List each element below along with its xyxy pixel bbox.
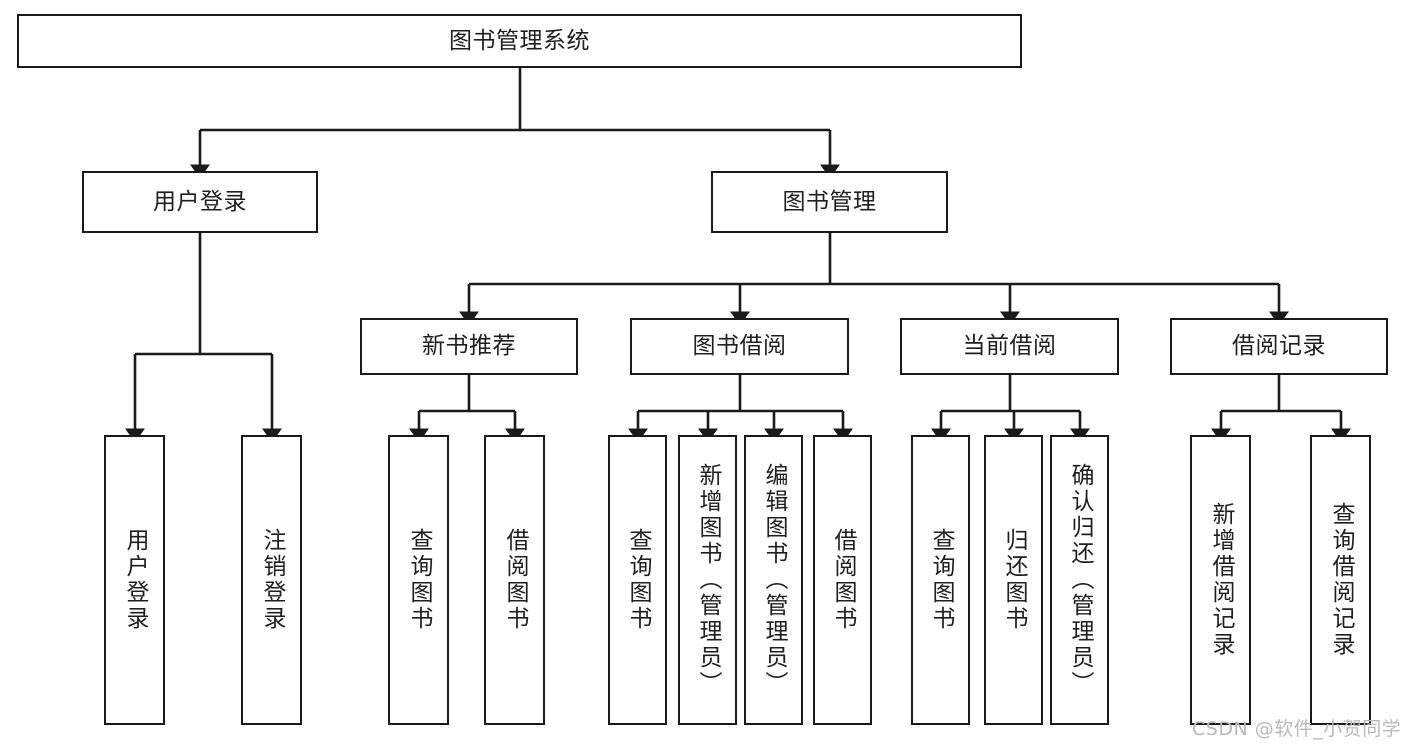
node-leaf-return-book[interactable]: 归还图书 xyxy=(984,435,1043,725)
node-label-leaf-logout: 注销登录 xyxy=(259,528,285,632)
node-label-leaf-user-login: 用户登录 xyxy=(122,528,148,632)
node-leaf-user-login[interactable]: 用户登录 xyxy=(104,435,165,725)
node-label-leaf-borrow-book-2: 借阅图书 xyxy=(830,528,856,632)
node-leaf-add-record[interactable]: 新增借阅记录 xyxy=(1190,435,1251,725)
node-label-leaf-query-book-1: 查询图书 xyxy=(406,528,432,632)
node-leaf-edit-book[interactable]: 编辑图书（管理员） xyxy=(744,435,803,725)
node-leaf-query-book-1[interactable]: 查询图书 xyxy=(388,435,449,725)
node-leaf-query-record[interactable]: 查询借阅记录 xyxy=(1310,435,1371,725)
node-label-borrow-record: 借阅记录 xyxy=(1232,333,1326,360)
csdn-watermark: CSDN @软件_小贺同学 xyxy=(1192,718,1402,740)
node-book-borrow[interactable]: 图书借阅 xyxy=(630,318,849,375)
node-label-leaf-borrow-book-1: 借阅图书 xyxy=(502,528,528,632)
node-root[interactable]: 图书管理系统 xyxy=(17,14,1022,68)
node-label-book-manage: 图书管理 xyxy=(782,188,877,215)
node-label-leaf-query-book-3: 查询图书 xyxy=(928,528,954,632)
node-label-leaf-return-book: 归还图书 xyxy=(1001,528,1027,632)
node-label-new-book-recommend: 新书推荐 xyxy=(422,333,516,360)
node-leaf-query-book-3[interactable]: 查询图书 xyxy=(911,435,970,725)
node-new-book-recommend[interactable]: 新书推荐 xyxy=(360,318,578,375)
node-leaf-query-book-2[interactable]: 查询图书 xyxy=(608,435,667,725)
node-book-manage[interactable]: 图书管理 xyxy=(711,171,948,233)
node-user-login[interactable]: 用户登录 xyxy=(82,171,318,233)
node-label-leaf-query-book-2: 查询图书 xyxy=(625,528,651,632)
node-leaf-confirm-return[interactable]: 确认归还（管理员） xyxy=(1050,435,1109,725)
node-label-current-borrow: 当前借阅 xyxy=(962,333,1057,360)
node-label-leaf-add-book: 新增图书（管理员） xyxy=(695,463,721,697)
node-label-book-borrow: 图书借阅 xyxy=(692,333,787,360)
node-leaf-add-book[interactable]: 新增图书（管理员） xyxy=(678,435,737,725)
node-leaf-logout[interactable]: 注销登录 xyxy=(241,435,302,725)
node-label-user-login: 用户登录 xyxy=(153,188,247,215)
node-current-borrow[interactable]: 当前借阅 xyxy=(900,318,1119,375)
node-label-leaf-confirm-return: 确认归还（管理员） xyxy=(1067,463,1093,697)
node-leaf-borrow-book-2[interactable]: 借阅图书 xyxy=(813,435,872,725)
node-label-root: 图书管理系统 xyxy=(449,27,590,54)
node-label-leaf-edit-book: 编辑图书（管理员） xyxy=(761,463,787,697)
node-label-leaf-query-record: 查询借阅记录 xyxy=(1328,502,1354,658)
node-label-leaf-add-record: 新增借阅记录 xyxy=(1208,502,1234,658)
node-borrow-record[interactable]: 借阅记录 xyxy=(1170,318,1388,375)
node-leaf-borrow-book-1[interactable]: 借阅图书 xyxy=(484,435,545,725)
